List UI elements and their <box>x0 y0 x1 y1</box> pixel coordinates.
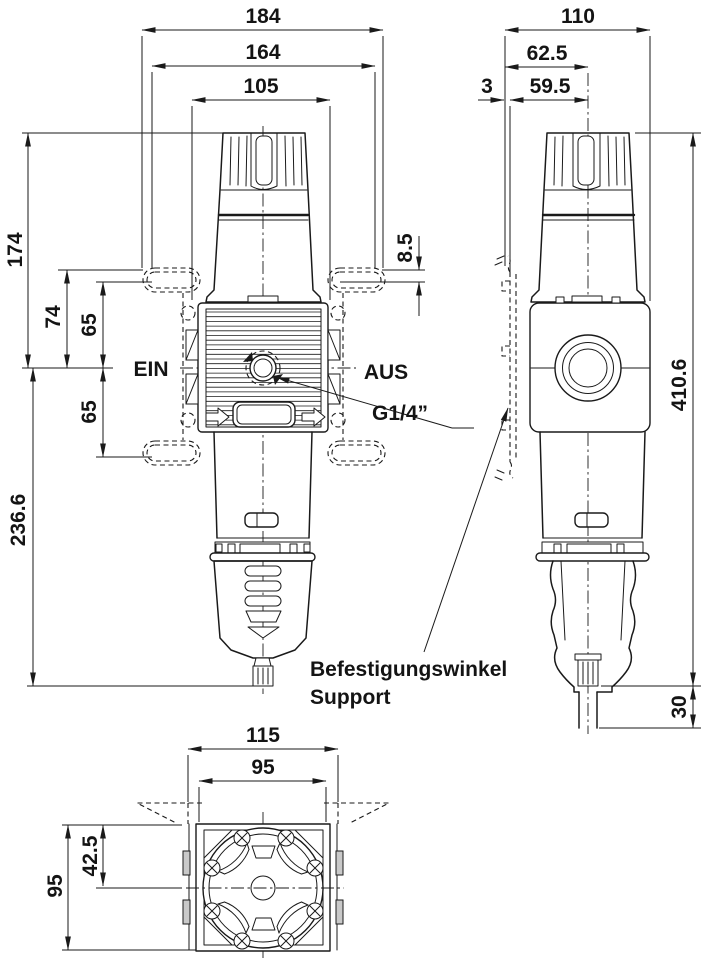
bowl-slot <box>244 595 282 607</box>
dim-105: 105 <box>243 75 278 98</box>
dim-85: 8.5 <box>394 233 417 263</box>
bottom-clamp-tab <box>335 899 344 925</box>
drain-valve <box>252 657 274 687</box>
drain-tube <box>578 691 598 729</box>
port-thread-label: G1/4” <box>372 402 428 425</box>
bottom-screws <box>203 829 324 950</box>
dim-625: 62.5 <box>527 42 568 65</box>
side-view: 110 62.5 3 59.5 410.6 30 <box>478 5 701 734</box>
bowl-slot <box>244 580 282 592</box>
flow-arrow-left-icon <box>205 407 230 427</box>
dim-115: 115 <box>246 724 280 747</box>
side-valve-body <box>529 296 651 433</box>
front-valve-body <box>185 302 341 433</box>
side-drain-valve <box>574 653 602 687</box>
knurl-segment <box>276 901 309 934</box>
dim-174: 174 <box>4 232 27 267</box>
dim-3: 3 <box>481 75 493 98</box>
front-filter-bowl <box>209 431 316 687</box>
front-dimensions: 184 164 105 174 74 65 65 236.6 8.5 EIN A… <box>4 5 474 687</box>
bowl-chevron <box>247 626 280 639</box>
bowl-slot <box>245 610 282 623</box>
front-adjust-knob <box>205 132 322 303</box>
rotate-arrow-nw <box>243 352 253 362</box>
body-fins <box>206 311 321 426</box>
bottom-clamp-tab <box>182 850 191 876</box>
knurl-segment <box>217 901 250 934</box>
sight-window <box>244 512 279 528</box>
callout-leader-line <box>423 407 509 653</box>
side-sight-window <box>574 512 609 528</box>
callout-line2: Support <box>310 686 390 709</box>
bottom-body <box>182 823 344 952</box>
dim-30: 30 <box>668 695 691 718</box>
knurl-segment <box>276 842 309 875</box>
dim-95v: 95 <box>44 874 67 898</box>
dim-184: 184 <box>245 5 280 28</box>
dim-236: 236.6 <box>7 494 30 547</box>
bottom-clamp-tab <box>335 850 344 876</box>
dim-95: 95 <box>251 756 275 779</box>
outlet-label: AUS <box>364 361 408 384</box>
dim-164: 164 <box>245 41 280 64</box>
inlet-label: EIN <box>133 358 168 381</box>
front-view: 184 164 105 174 74 65 65 236.6 8.5 EIN A… <box>4 5 474 694</box>
side-dimensions: 110 62.5 3 59.5 410.6 30 <box>478 5 701 729</box>
side-bracket-dashed <box>494 255 517 481</box>
dim-110: 110 <box>561 5 595 28</box>
bottom-clamp-tab <box>182 899 191 925</box>
side-adjust-knob <box>530 132 646 303</box>
bottom-view: 115 95 42.5 95 <box>44 724 390 958</box>
dim-65-lower: 65 <box>78 400 101 424</box>
bottom-bracket-dashed <box>136 802 390 824</box>
callout-line1: Befestigungswinkel <box>310 658 507 681</box>
dim-595: 59.5 <box>530 75 571 98</box>
bracket-callout: Befestigungswinkel Support <box>310 407 509 709</box>
port-knurl-ring <box>245 350 281 386</box>
bottom-dimensions: 115 95 42.5 95 <box>44 724 339 951</box>
knurl-segment <box>217 842 250 875</box>
port-leader-line <box>275 376 453 429</box>
side-port-bore <box>568 348 608 388</box>
bowl-flange <box>209 552 316 562</box>
dim-425: 42.5 <box>79 835 102 876</box>
dim-65-upper: 65 <box>78 313 101 337</box>
dim-74: 74 <box>42 305 65 329</box>
port-inner <box>253 358 273 378</box>
bowl-slot <box>244 565 282 577</box>
dim-4106: 410.6 <box>668 359 691 412</box>
front-bracket-dashed <box>142 267 386 466</box>
flow-arrow-right-icon <box>301 407 326 427</box>
name-plate-inner <box>236 404 292 425</box>
side-filter-bowl <box>535 431 650 729</box>
side-clamp-tabs <box>185 329 341 405</box>
